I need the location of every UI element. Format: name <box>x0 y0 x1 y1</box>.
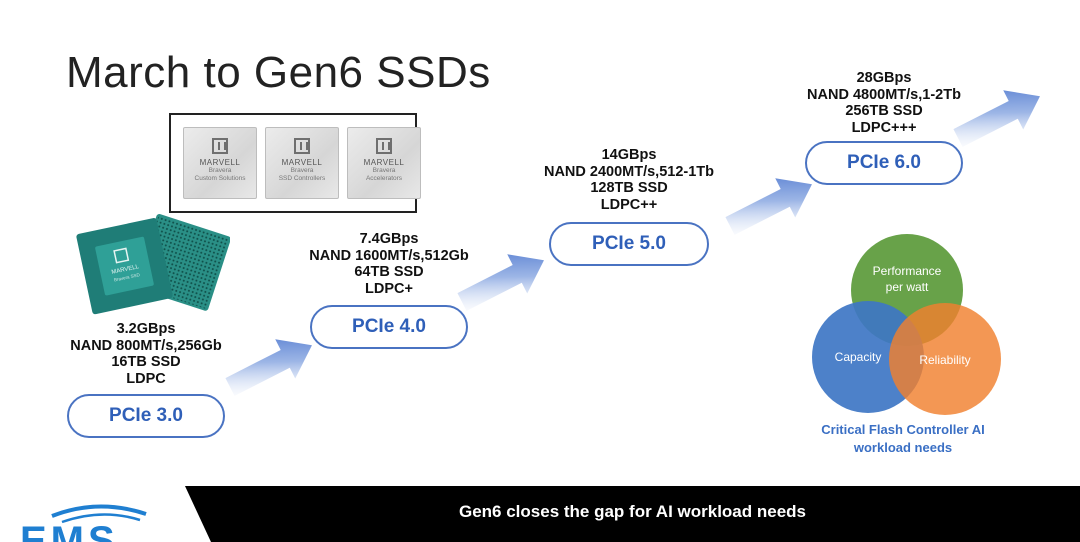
pcie4-badge: PCIe 4.0 <box>310 305 468 349</box>
chip-brand: MARVELL <box>199 158 241 167</box>
spec-ecc: LDPC <box>126 370 166 387</box>
marvell-logo-icon <box>294 138 310 154</box>
stage-pcie3-specs: 3.2GBps NAND 800MT/s,256Gb 16TB SSD LDPC <box>46 321 246 387</box>
spec-nand: NAND 800MT/s,256Gb <box>70 337 222 354</box>
footer-text: Gen6 closes the gap for AI workload need… <box>458 502 806 521</box>
venn-caption-line1: Critical Flash Controller AI <box>821 422 985 437</box>
spec-ecc: LDPC++ <box>600 196 658 213</box>
venn-label-performance: Performance <box>873 264 942 278</box>
marvell-logo-icon <box>212 138 228 154</box>
stage-pcie4-specs: 7.4GBps NAND 1600MT/s,512Gb 64TB SSD LDP… <box>289 231 489 297</box>
venn-caption-line2: workload needs <box>853 440 953 455</box>
pcie3-badge: PCIe 3.0 <box>67 394 225 438</box>
spec-bandwidth: 14GBps <box>601 147 657 163</box>
arrow-2 <box>457 254 544 311</box>
stage-pcie6-specs: 28GBps NAND 4800MT/s,1-2Tb 256TB SSD LDP… <box>784 70 984 136</box>
chip-line1: Bravera <box>372 167 396 174</box>
spec-nand: NAND 4800MT/s,1-2Tb <box>807 86 961 103</box>
chip-line2: Custom Solutions <box>194 175 246 182</box>
chip-brand: MARVELL <box>363 158 405 167</box>
chip-photo-sub: Bravera SSD <box>114 272 141 283</box>
spec-bandwidth: 28GBps <box>856 70 912 86</box>
ems-logo-text: EMS <box>20 519 119 542</box>
slide-title: March to Gen6 SSDs <box>66 48 491 97</box>
venn-caption: Critical Flash Controller AI workload ne… <box>808 421 998 457</box>
arrow-1 <box>225 339 312 396</box>
chip-line1: Bravera <box>290 167 314 174</box>
spec-ecc: LDPC+++ <box>851 119 917 136</box>
venn-label-reliability: Reliability <box>919 353 970 367</box>
venn-circle-reliability <box>889 303 1001 415</box>
spec-capacity: 256TB SSD <box>845 103 923 119</box>
spec-capacity: 64TB SSD <box>354 264 424 280</box>
controller-chip-photo: MARVELL Bravera SSD <box>76 214 230 315</box>
spec-capacity: 128TB SSD <box>590 180 668 196</box>
spec-ecc: LDPC+ <box>365 280 413 297</box>
chip-line2: SSD Controllers <box>278 175 326 182</box>
ems-logo: EMS <box>20 504 147 542</box>
chip-line1: Bravera <box>208 167 232 174</box>
spec-bandwidth: 3.2GBps <box>116 321 176 337</box>
stage-pcie5-specs: 14GBps NAND 2400MT/s,512-1Tb 128TB SSD L… <box>529 147 729 213</box>
spec-capacity: 16TB SSD <box>111 354 181 370</box>
arrow-4 <box>953 90 1040 147</box>
pcie5-badge: PCIe 5.0 <box>549 222 709 266</box>
spec-nand: NAND 1600MT/s,512Gb <box>309 247 469 264</box>
chip-custom-solutions: MARVELL Bravera Custom Solutions <box>183 127 257 199</box>
chip-photo-brand: MARVELL <box>111 264 140 276</box>
venn-diagram: Performance per watt Capacity Reliabilit… <box>812 234 1001 415</box>
chip-line2: Accelerators <box>365 175 403 182</box>
spec-nand: NAND 2400MT/s,512-1Tb <box>543 163 715 180</box>
venn-label-capacity: Capacity <box>835 350 882 364</box>
chip-ssd-controllers: MARVELL Bravera SSD Controllers <box>265 127 339 199</box>
arrow-3 <box>725 178 812 235</box>
footer-bar <box>185 486 1080 542</box>
spec-bandwidth: 7.4GBps <box>359 231 419 247</box>
marvell-chips-box: MARVELL Bravera Custom Solutions MARVELL… <box>169 113 421 213</box>
venn-label-performance-2: per watt <box>886 280 929 294</box>
chip-accelerators: MARVELL Bravera Accelerators <box>347 127 421 199</box>
chip-brand: MARVELL <box>281 158 323 167</box>
marvell-logo-icon <box>376 138 392 154</box>
pcie6-badge: PCIe 6.0 <box>805 141 963 185</box>
